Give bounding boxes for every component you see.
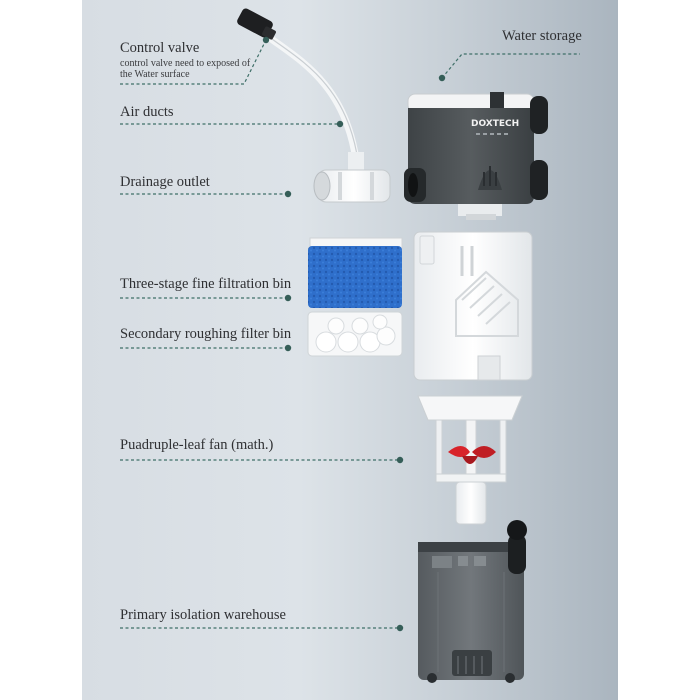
label-water-storage: Water storage [502,28,582,44]
label-control-valve-note-1: control valve need to exposed of [120,58,251,69]
brand-logo: DOXTECH [471,119,519,129]
motor-head: DOXTECH [404,92,548,220]
label-three-stage-bin: Three-stage fine filtration bin [120,276,292,292]
label-air-ducts: Air ducts [120,104,174,120]
impeller-assembly [417,395,523,525]
leader-lines [120,39,580,629]
label-control-valve-note-2: the Water surface [120,69,190,80]
isolation-tank [418,520,527,683]
filter-sponge [308,237,403,308]
air-duct-tube [237,8,360,164]
label-drainage-outlet: Drainage outlet [120,174,210,190]
label-primary-warehouse: Primary isolation warehouse [120,607,286,623]
filter-box [413,231,533,381]
label-quadruple-fan: Puadruple-leaf fan (math.) [120,437,274,453]
ceramic-ring-tray [307,311,403,357]
leader-dots [262,36,446,632]
label-control-valve: Control valve [120,40,200,56]
label-secondary-bin: Secondary roughing filter bin [120,326,292,342]
drainage-outlet-fitting [313,152,391,203]
